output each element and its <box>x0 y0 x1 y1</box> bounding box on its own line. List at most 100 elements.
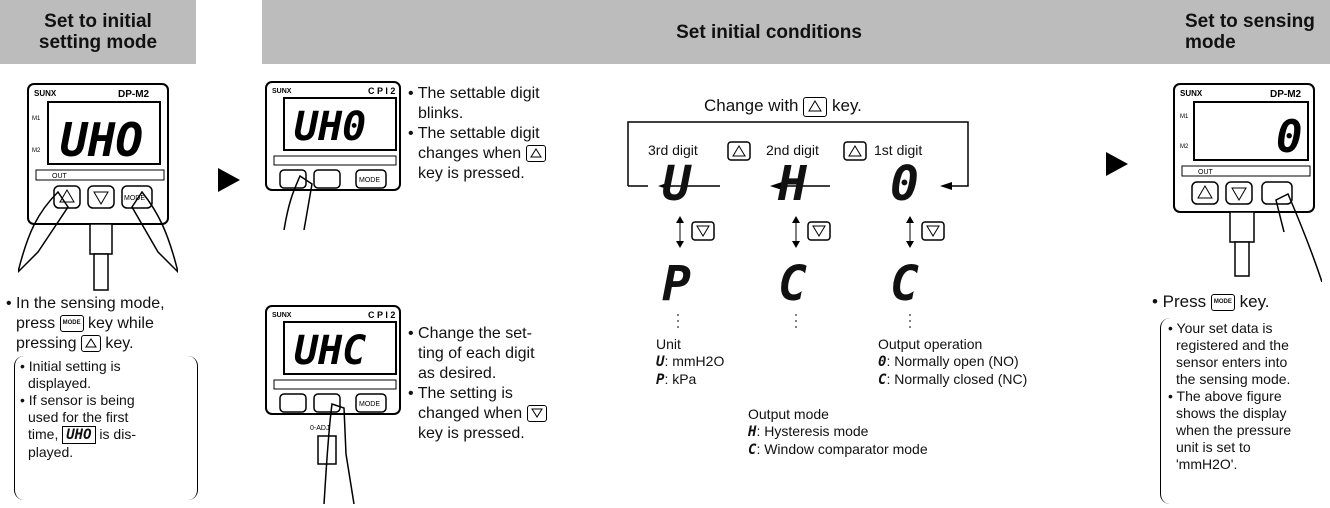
hand-icon-3 <box>323 403 355 504</box>
change-with-title: Change with key. <box>704 96 862 117</box>
outmode-a: : Hysteresis mode <box>756 423 869 439</box>
right-n3: sensor enters into <box>1176 354 1288 370</box>
d2-label: 2nd digit <box>766 142 819 158</box>
mode-key-label: MODE <box>124 195 145 202</box>
step2-b2c: key is pressed. <box>418 425 525 442</box>
step1-b1b: blinks. <box>418 105 464 122</box>
step2-b2a: • The setting is <box>408 385 513 402</box>
left-note-brace <box>14 356 198 500</box>
brand-logo: SUNX <box>34 89 57 98</box>
press-a: • Press <box>1152 292 1207 311</box>
model-label: DP-M2 <box>118 89 150 100</box>
unit-a-sym: U <box>656 354 665 370</box>
outmode-a-sym: H <box>748 424 757 440</box>
note2a: • If sensor is being <box>20 392 135 408</box>
up-key-icon-2 <box>525 145 546 163</box>
device-changed-figure: SUNX C P I 2 UHC MODE 0-ADJ <box>265 305 401 504</box>
mode-key-2: MODE <box>359 177 380 184</box>
left-line2b: key while <box>88 315 154 332</box>
right-n8: unit is set to <box>1176 439 1251 455</box>
left-line3a: pressing <box>16 335 77 352</box>
hand-icon-2 <box>283 174 313 230</box>
left-instructions: • In the sensing mode, press MODE key wh… <box>6 294 196 354</box>
unit-b-sym: P <box>656 372 665 388</box>
arrow-right-1 <box>218 168 240 192</box>
press-b: key. <box>1239 292 1270 311</box>
step2-text: • Change the set- ting of each digit as … <box>408 324 606 444</box>
header-middle-text: Set initial conditions <box>676 21 862 43</box>
side-display-2: C P I 2 <box>368 86 395 96</box>
outmode-b-sym: C <box>748 442 757 458</box>
mode-key-3: MODE <box>359 401 380 408</box>
output-operation-legend: Output operation 0: Normally open (NO) C… <box>878 336 1027 389</box>
right-hand-icon <box>131 190 178 274</box>
brand-logo-3: SUNX <box>272 312 292 319</box>
header-set-initial-conditions: Set initial conditions <box>262 0 1276 64</box>
d1-top-digit: 0 <box>890 156 919 212</box>
title-b: key. <box>831 96 862 115</box>
display-digits: UHO <box>60 113 143 167</box>
unit-a: : mmH2O <box>664 353 725 369</box>
mode-key-icon-2: MODE <box>1210 294 1235 312</box>
unit-title: Unit <box>656 336 681 352</box>
header-initial-setting-mode: Set to initial setting mode <box>0 0 196 64</box>
step2-b1b: ting of each digit <box>418 345 535 362</box>
step1-b2b: changes when <box>418 145 522 162</box>
step2-b2b: changed when <box>418 405 523 422</box>
outop-b-sym: C <box>878 372 887 388</box>
step1-b2a: • The settable digit <box>408 125 540 142</box>
m1-label: M1 <box>32 116 41 122</box>
outop-a: : Normally open (NO) <box>886 353 1019 369</box>
note1a: • Initial setting is <box>20 358 121 374</box>
display-digits-4: 0 <box>1276 112 1303 163</box>
step1-b2c: key is pressed. <box>418 165 525 182</box>
header-sensing-mode: Set to sensing mode <box>1177 0 1330 64</box>
header-right-text: Set to sensing mode <box>1185 11 1315 53</box>
outop-title: Output operation <box>878 336 983 352</box>
out-label: OUT <box>52 173 68 180</box>
unit-legend: Unit U: mmH2O P: kPa <box>656 336 724 389</box>
header-left-text: Set to initial setting mode <box>38 11 158 53</box>
d2-bottom-digit: C <box>778 256 807 312</box>
left-line3b: key. <box>105 335 134 352</box>
output-mode-legend: Output mode H: Hysteresis mode C: Window… <box>748 406 928 459</box>
m2-label-4: M2 <box>1180 144 1189 150</box>
zero-adj-3: 0-ADJ <box>310 425 329 432</box>
display-digits-3: UHC <box>294 328 366 374</box>
left-hand-icon <box>18 190 69 274</box>
note2c-a: time, <box>28 426 59 442</box>
outop-a-sym: 0 <box>878 354 887 370</box>
hand-icon-4 <box>1275 192 1322 282</box>
left-line2a: press <box>16 315 56 332</box>
note1b: displayed. <box>28 375 92 391</box>
outmode-b: : Window comparator mode <box>756 441 928 457</box>
step1-text: • The settable digit blinks. • The setta… <box>408 84 608 184</box>
d1-bottom-digit: C <box>890 256 919 312</box>
down-key-icon <box>526 405 547 423</box>
mode-key-icon: MODE <box>59 315 84 333</box>
note2d: played. <box>28 444 74 460</box>
out-label-4: OUT <box>1198 169 1214 176</box>
left-line1: • In the sensing mode, <box>6 295 165 312</box>
right-n1: • Your set data is <box>1168 320 1273 336</box>
right-n9: 'mmH2O'. <box>1176 456 1238 472</box>
m1-label-4: M1 <box>1180 114 1189 120</box>
digit-cycle-diagram <box>627 121 969 330</box>
outop-b: : Normally closed (NC) <box>886 371 1028 387</box>
title-a: Change with <box>704 96 799 115</box>
device-blink-figure: SUNX C P I 2 UH0 MODE <box>265 81 401 230</box>
right-note-brace <box>1160 318 1329 504</box>
step2-b1c: as desired. <box>418 365 497 382</box>
d3-label: 3rd digit <box>648 142 698 158</box>
up-key-icon <box>80 335 101 353</box>
up-key-icon-title <box>803 96 828 117</box>
arrow-right-2 <box>1106 152 1128 176</box>
press-mode-instruction: • Press MODE key. <box>1152 292 1270 312</box>
d1-label: 1st digit <box>874 142 923 158</box>
right-n6: shows the display <box>1176 405 1287 421</box>
unit-b: : kPa <box>664 371 697 387</box>
side-display-3: C P I 2 <box>368 310 395 320</box>
display-digits-2: UH0 <box>294 104 366 150</box>
step2-b1a: • Change the set- <box>408 325 532 342</box>
brand-logo-2: SUNX <box>272 88 292 95</box>
